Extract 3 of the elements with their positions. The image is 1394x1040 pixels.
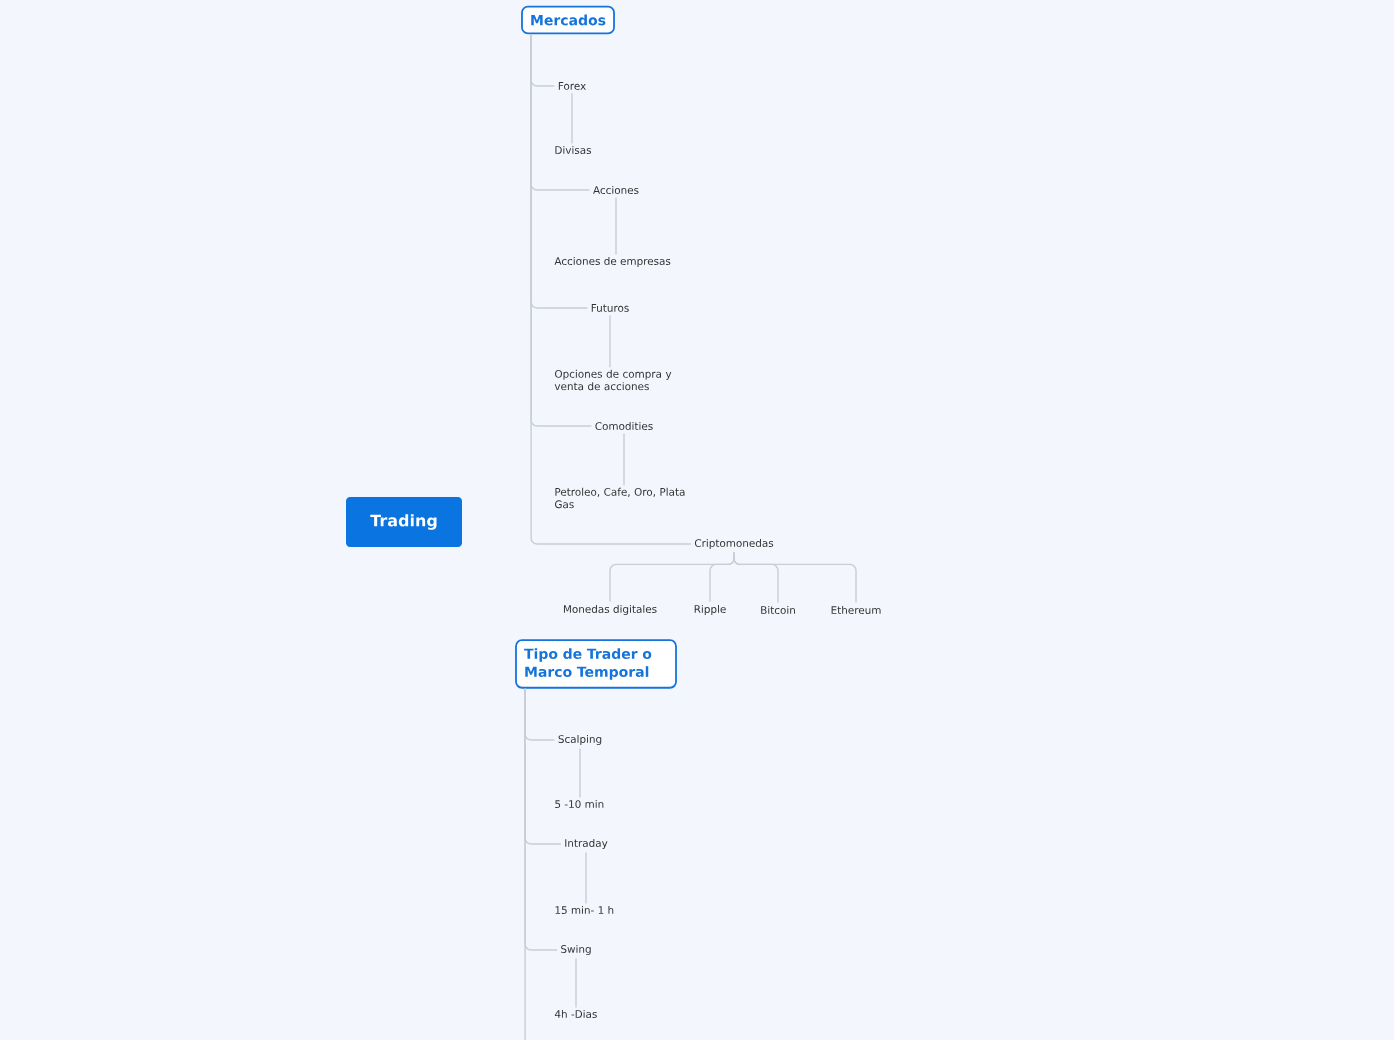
connector [733, 551, 857, 604]
topic-box: Trading [346, 497, 462, 547]
connector [524, 687, 526, 1040]
